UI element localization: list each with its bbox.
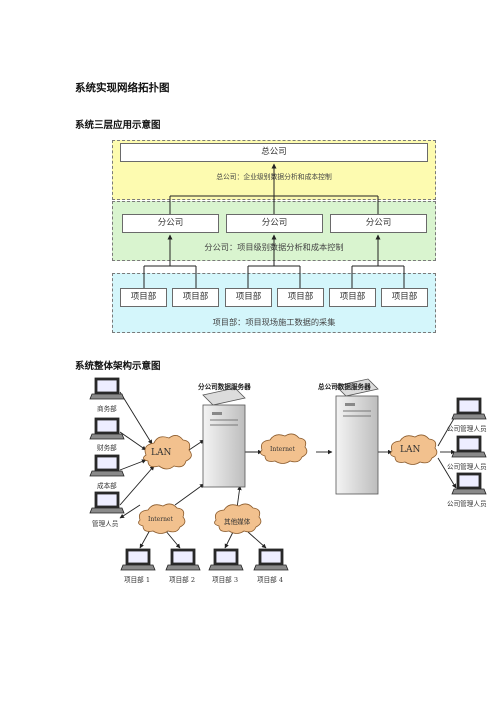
laptop-icon-bottom-2: [165, 548, 201, 571]
left-client-label-3: 成本部: [97, 482, 117, 490]
laptop-icon-left-2: [89, 417, 125, 440]
right-client-label-3: 公司管理人员: [447, 500, 487, 508]
laptop-icon-left-4: [89, 491, 125, 514]
hq-box: 总公司: [120, 143, 428, 162]
bottom-client-label-1: 项目部 1: [124, 576, 151, 584]
project-box-6: 项目部: [381, 288, 428, 307]
laptop-icon-bottom-4: [253, 548, 289, 571]
project-caption: 项目部：项目现场施工数据的采集: [212, 317, 336, 327]
internet-mid-cloud-icon: [260, 433, 308, 464]
bottom-client-label-2: 项目部 2: [169, 576, 196, 584]
page-title: 系统实现网络拓扑图: [75, 82, 170, 94]
lan-right-label: LAN: [400, 445, 421, 455]
left-client-label-4: 管理人员: [92, 520, 119, 528]
other-media-label: 其他媒体: [224, 518, 251, 526]
project-box-1: 项目部: [120, 288, 167, 307]
other-media-cloud-icon: [214, 503, 262, 534]
branch-to-hq-connector: [169, 163, 379, 214]
bottom-client-label-3: 项目部 3: [212, 576, 239, 584]
left-client-label-1: 商务部: [97, 405, 117, 413]
laptop-icon-left-1: [89, 377, 125, 400]
lan-left-cloud-icon: [143, 435, 192, 470]
right-client-label-1: 公司管理人员: [447, 425, 487, 433]
branch-server-label: 分公司数据服务器: [198, 383, 251, 391]
hq-server-label: 总公司数据服务器: [318, 383, 371, 391]
lan-right-cloud-icon: [390, 434, 438, 465]
internet-bottom-cloud-icon: [138, 503, 186, 534]
lan-left-label: LAN: [151, 448, 172, 458]
three-layer-heading: 系统三层应用示意图: [75, 120, 161, 131]
laptop-icon-right-3: [451, 472, 487, 495]
project-box-4: 项目部: [277, 288, 324, 307]
branch-server-icon: [202, 387, 246, 488]
laptop-icon-bottom-1: [120, 548, 156, 571]
right-client-label-2: 公司管理人员: [447, 463, 487, 471]
branch-box-3: 分公司: [330, 214, 427, 233]
laptop-icon-right-1: [451, 397, 487, 420]
project-box-2: 项目部: [172, 288, 219, 307]
hq-server-icon: [335, 378, 379, 495]
branch-box-1: 分公司: [122, 214, 219, 233]
laptop-icon-bottom-3: [208, 548, 244, 571]
internet-bottom-label: Internet: [148, 516, 173, 523]
laptop-icon-left-3: [89, 454, 125, 477]
internet-mid-label: Internet: [270, 446, 295, 453]
project-box-5: 项目部: [329, 288, 376, 307]
bottom-client-label-4: 项目部 4: [257, 576, 284, 584]
branch-box-2: 分公司: [226, 214, 323, 233]
laptop-icon-right-2: [451, 435, 487, 458]
project-box-3: 项目部: [225, 288, 272, 307]
left-client-label-2: 财务部: [97, 444, 117, 452]
architecture-heading: 系统整体架构示意图: [75, 361, 161, 372]
project-to-branch-connector: [143, 234, 405, 288]
